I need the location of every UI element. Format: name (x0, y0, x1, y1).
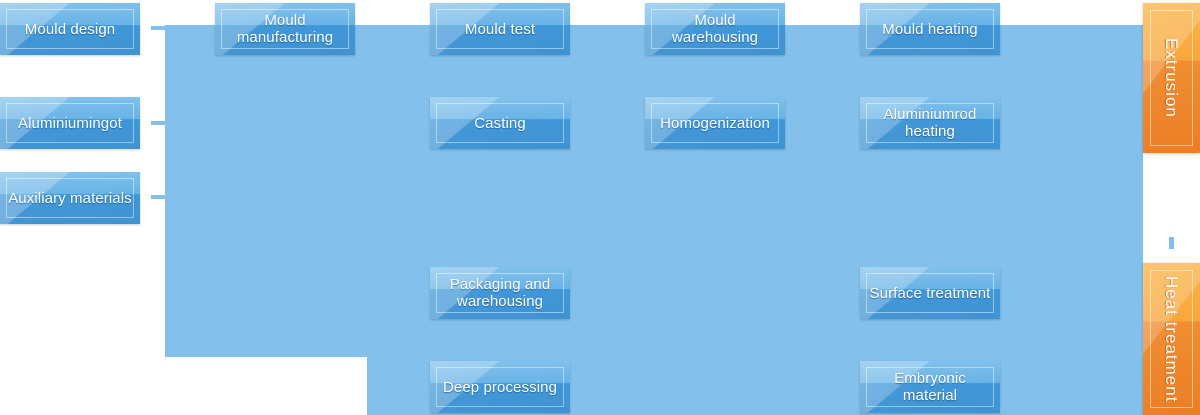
node-label: Surface treatment (869, 284, 991, 302)
node-label: Casting (474, 114, 526, 132)
node-label: Homogenization (660, 114, 770, 132)
node-mould-heating[interactable]: Mould heating (860, 3, 1000, 55)
stage-label: Heat treatment (1162, 275, 1181, 403)
node-homogenization[interactable]: Homogenization (645, 97, 785, 149)
node-embryonic-material[interactable]: Embryonic material (860, 361, 1000, 413)
node-deep-processing[interactable]: Deep processing (430, 361, 570, 413)
node-label: Auxiliary materials (8, 189, 132, 207)
connector-stub-heat-treatment (1169, 237, 1174, 249)
connector-stub-mould-design (151, 26, 165, 30)
node-label: Aluminiumrod heating (883, 106, 977, 140)
node-label: Packaging and warehousing (449, 276, 551, 310)
node-packaging-and-warehousing[interactable]: Packaging and warehousing (430, 267, 570, 319)
node-label: Mould design (24, 20, 116, 38)
node-mould-design[interactable]: Mould design (0, 3, 140, 55)
node-aluminiumrod-heating[interactable]: Aluminiumrod heating (860, 97, 1000, 149)
node-label: Mould heating (882, 20, 978, 38)
node-label: Mould test (464, 20, 536, 38)
node-mould-manufacturing[interactable]: Mould manufacturing (215, 3, 355, 55)
node-mould-warehousing[interactable]: Mould warehousing (645, 3, 785, 55)
connector-stub-auxiliary-materials (151, 195, 165, 199)
stage-extrusion[interactable]: Extrusion (1143, 3, 1200, 153)
node-auxiliary-materials[interactable]: Auxiliary materials (0, 172, 140, 224)
node-surface-treatment[interactable]: Surface treatment (860, 267, 1000, 319)
node-label: Deep processing (442, 378, 558, 396)
node-label: Mould manufacturing (236, 12, 334, 46)
connector-stub-aluminiumingot (151, 121, 165, 125)
stage-label: Extrusion (1162, 38, 1181, 118)
node-label: Mould warehousing (671, 12, 759, 46)
node-casting[interactable]: Casting (430, 97, 570, 149)
node-aluminiumingot[interactable]: Aluminiumingot (0, 97, 140, 149)
node-label: Embryonic material (894, 370, 966, 404)
stage-heat-treatment[interactable]: Heat treatment (1143, 263, 1200, 415)
node-label: Aluminiumingot (18, 114, 122, 132)
node-mould-test[interactable]: Mould test (430, 3, 570, 55)
